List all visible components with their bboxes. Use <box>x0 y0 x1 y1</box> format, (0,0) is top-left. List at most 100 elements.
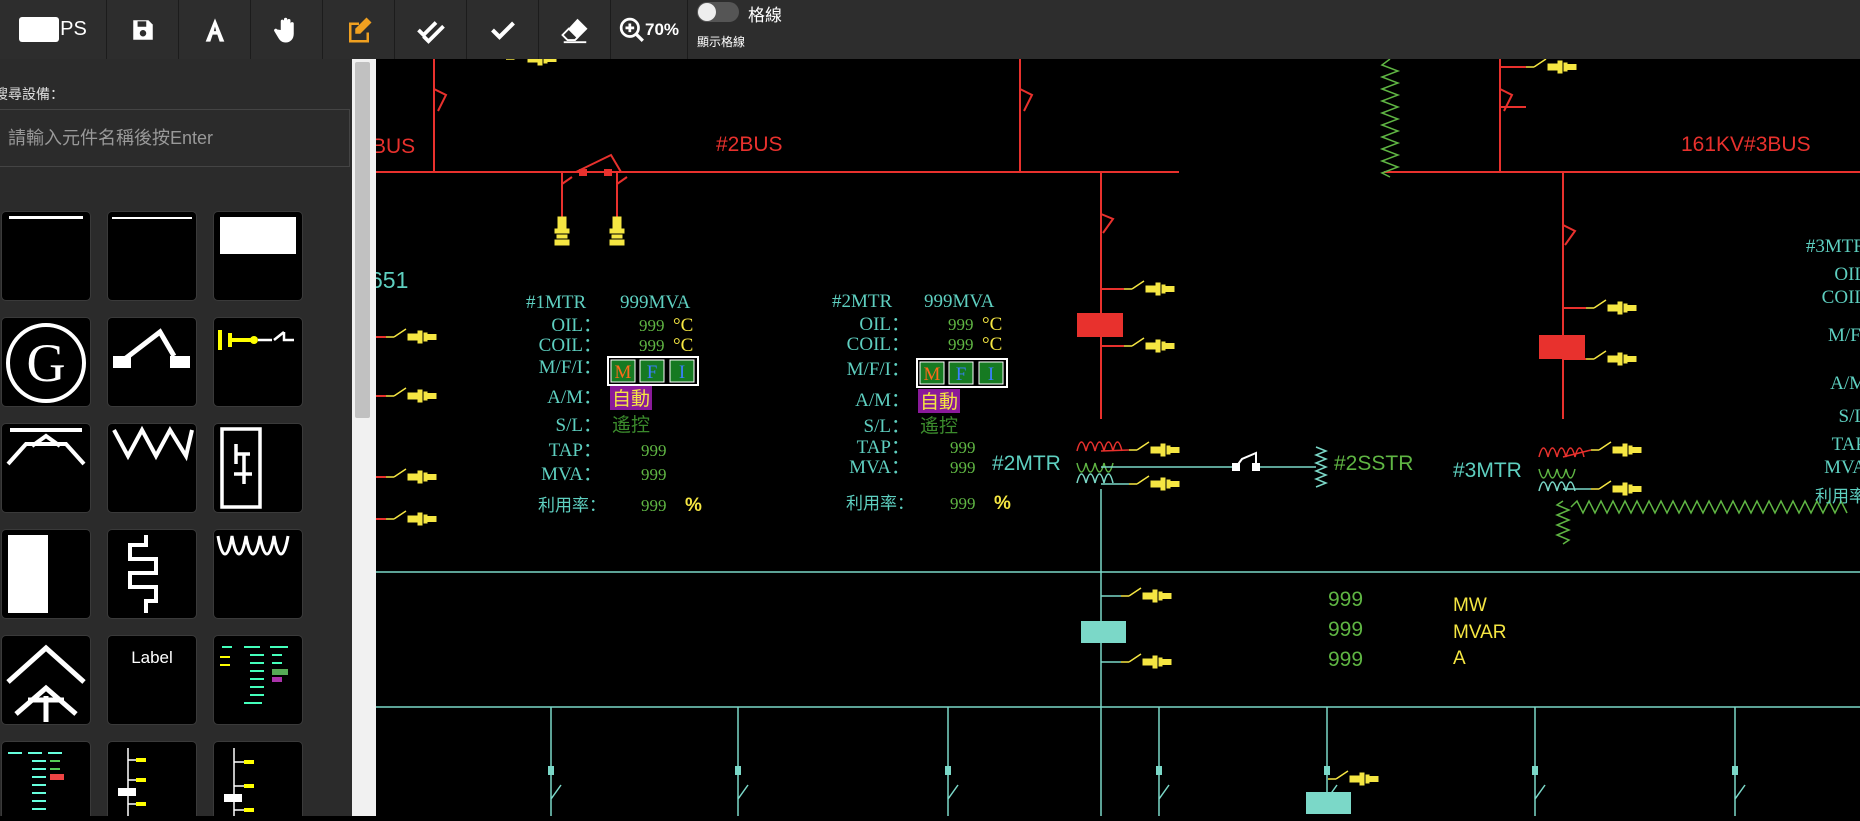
text-tool-button[interactable] <box>179 0 251 59</box>
palette-inductor[interactable] <box>214 530 302 618</box>
mtr1-name: #1MTR <box>526 292 587 313</box>
mtr1-oil-value: 999 <box>639 316 665 335</box>
mtr3-coil-label: COIL <box>1822 287 1860 308</box>
mtr1-f: F <box>647 362 658 383</box>
palette-feeder-a[interactable] <box>108 742 196 816</box>
palette-mtr-panel[interactable] <box>2 742 90 816</box>
mtr1-util-value: 999 <box>641 496 667 515</box>
palette-scrollbar-thumb[interactable] <box>355 62 370 418</box>
zoom-level: 70% <box>644 19 680 39</box>
component-search-input[interactable] <box>0 109 350 167</box>
mtr2-util-value: 999 <box>950 494 976 513</box>
arch-icon <box>6 428 86 466</box>
palette-label[interactable]: Label <box>108 636 196 724</box>
check-all-button[interactable] <box>395 0 467 59</box>
rectangle-icon <box>220 217 296 254</box>
mtr1-coil-label: COIL： <box>539 335 602 356</box>
generator-icon: G <box>6 323 86 403</box>
mtr2-tap-value: 999 <box>950 438 976 457</box>
palette-disconnect-ground[interactable] <box>214 318 302 406</box>
palette-roof[interactable] <box>2 636 90 724</box>
zoom-button[interactable]: 70% <box>611 0 688 59</box>
bus3-label: 161KV#3BUS <box>1681 133 1811 156</box>
save-button[interactable] <box>107 0 179 59</box>
mtr2-oil-unit: °C <box>982 314 1002 335</box>
bus-line-icon <box>9 216 83 219</box>
mtr1-sl-value: 遙控 <box>612 414 650 436</box>
pan-tool-button[interactable] <box>251 0 323 59</box>
mtr1-util-label: 利用率： <box>538 496 606 516</box>
switchgear-icon <box>220 427 262 509</box>
edit-icon <box>348 17 371 42</box>
mtr1-am-value: 自動 <box>612 388 650 410</box>
palette-rectangle[interactable] <box>214 212 302 300</box>
palette-arch[interactable] <box>2 424 90 512</box>
meter-mvar-unit: MVAR <box>1453 622 1506 643</box>
save-icon <box>132 19 153 40</box>
mtr1-mva: 999MVA <box>620 292 691 313</box>
mtr-panel-icon <box>8 752 64 810</box>
mtr2-oil-label: OIL： <box>859 314 910 335</box>
mtr1-mfi-label: M/F/I： <box>539 357 602 378</box>
mtr2-mva: 999MVA <box>924 291 995 312</box>
mtr2-tap-label: TAP： <box>857 437 910 458</box>
mtr1-tap-label: TAP： <box>549 440 602 461</box>
mtr2-coil-unit: °C <box>982 334 1002 355</box>
mtr2-am-value: 自動 <box>920 391 958 413</box>
palette-bus-thin[interactable] <box>2 212 90 300</box>
bus-line-icon <box>112 217 192 219</box>
palette-panel[interactable] <box>2 530 90 618</box>
roof-icon <box>6 644 86 722</box>
mtr1-coil-value: 999 <box>639 336 665 355</box>
eraser-button[interactable] <box>539 0 611 59</box>
check-icon <box>490 21 515 40</box>
mtr2-mfi-label: M/F/I： <box>847 359 910 380</box>
mtr2-i: I <box>988 364 994 385</box>
mtr2-m: M <box>924 364 941 385</box>
toggle-knob <box>698 3 716 21</box>
mtr2-mva-label: MVA： <box>849 457 910 478</box>
app-logo[interactable]: PS <box>0 0 107 59</box>
mtr1-coil-unit: °C <box>673 335 693 356</box>
mtr3-tap-label: TAP <box>1832 434 1860 455</box>
mtr2-info-panel: #2MTR 999MVA OIL： 999 °C COIL： 999 °C M/… <box>832 291 1011 514</box>
mtr2-name: #2MTR <box>832 291 893 312</box>
palette-switchgear[interactable] <box>214 424 302 512</box>
wave-icon <box>112 425 194 462</box>
meter-mw-value: 999 <box>1328 588 1363 611</box>
panel-icon <box>8 535 48 613</box>
palette-transformer-info[interactable] <box>214 636 302 724</box>
mtr3-info-panel-partial: #3MTR OIL COIL M/F/ A/M S/L TAP MVA 利用率 <box>1806 236 1860 507</box>
palette-breaker[interactable] <box>108 318 196 406</box>
mtr1-oil-unit: °C <box>673 315 693 336</box>
diagram-canvas[interactable]: BUS #2BUS 161KV#3BUS #26DE 651 #1MTR 999… <box>370 40 1860 820</box>
mtr1-sl-label: S/L： <box>556 415 602 436</box>
palette-feeder-b[interactable] <box>214 742 302 816</box>
meter-a-value: 999 <box>1328 648 1363 671</box>
top-partial-label: #26DE <box>510 59 571 62</box>
double-check-icon <box>416 20 445 44</box>
mtr2-sl-label: S/L： <box>864 416 910 437</box>
meter-a-unit: A <box>1453 648 1466 669</box>
palette-coil-vertical[interactable] <box>108 530 196 618</box>
mtr1-i: I <box>679 362 685 383</box>
svg-text:G: G <box>27 333 66 393</box>
palette-generator[interactable]: G <box>2 318 90 406</box>
sstr2-label: #2SSTR <box>1334 452 1413 475</box>
xfmr3-label: #3MTR <box>1453 459 1522 482</box>
meter-mvar-value: 999 <box>1328 618 1363 641</box>
check-button[interactable] <box>467 0 539 59</box>
bus2-label: #2BUS <box>716 133 783 156</box>
palette-bus-line[interactable] <box>108 212 196 300</box>
eraser-icon <box>560 18 587 43</box>
hand-pan-icon <box>273 17 294 42</box>
single-line-diagram: BUS #2BUS 161KV#3BUS #26DE 651 #1MTR 999… <box>370 40 1860 820</box>
palette-wave[interactable] <box>108 424 196 512</box>
mtr2-coil-value: 999 <box>948 335 974 354</box>
mtr3-am-label: A/M <box>1830 373 1860 394</box>
grid-toggle[interactable] <box>697 2 739 22</box>
edit-tool-button[interactable] <box>323 0 395 59</box>
mtr2-util-label: 利用率： <box>846 494 914 514</box>
inductor-icon <box>216 535 290 556</box>
mtr1-m: M <box>615 362 632 383</box>
